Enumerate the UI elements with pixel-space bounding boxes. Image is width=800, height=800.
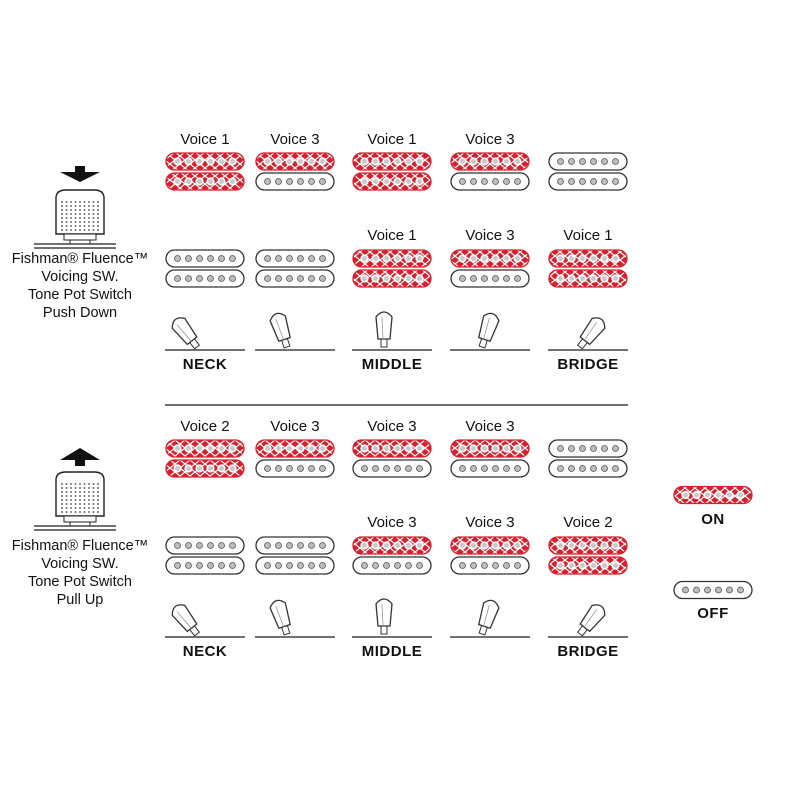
pickup-bottom-half bbox=[450, 249, 530, 288]
voice-label: Voice 3 bbox=[465, 131, 515, 148]
voice-label: Voice 2 bbox=[180, 418, 230, 435]
legend-off-swatch bbox=[673, 580, 753, 600]
selector-switch-icon bbox=[548, 317, 628, 351]
push-down-knob-icon bbox=[34, 166, 116, 249]
knob-caption-line: Fishman® Fluence™ bbox=[11, 538, 149, 554]
selector-switch-icon bbox=[548, 604, 628, 638]
legend-on-label: ON bbox=[701, 511, 725, 528]
pickup-top-half bbox=[450, 439, 530, 478]
selector-switch-icon bbox=[255, 599, 335, 638]
pull-up-knob-icon bbox=[34, 448, 116, 531]
pickup-top-on bbox=[165, 439, 245, 478]
voice-label: Voice 1 bbox=[367, 131, 417, 148]
pickup-bottom-half bbox=[450, 536, 530, 575]
pickup-bottom-off bbox=[165, 536, 245, 575]
voice-label: Voice 3 bbox=[465, 418, 515, 435]
knob-caption-line: Voicing SW. bbox=[41, 269, 119, 285]
pickup-bottom-off bbox=[255, 249, 335, 288]
knob-caption-line: Fishman® Fluence™ bbox=[11, 251, 149, 267]
pickup-top-on bbox=[165, 152, 245, 191]
switch-position-label: BRIDGE bbox=[557, 643, 619, 660]
selector-switch-icon bbox=[255, 312, 335, 351]
knob-caption-line: Tone Pot Switch bbox=[28, 574, 132, 590]
voice-label: Voice 3 bbox=[270, 418, 320, 435]
pickup-top-half bbox=[255, 152, 335, 191]
voice-label: Voice 3 bbox=[270, 131, 320, 148]
legend-on-swatch bbox=[673, 485, 753, 505]
voice-label: Voice 1 bbox=[563, 227, 613, 244]
selector-switch-icon bbox=[352, 598, 432, 638]
voice-label: Voice 1 bbox=[367, 227, 417, 244]
switch-position-label: NECK bbox=[182, 356, 228, 373]
voice-label: Voice 3 bbox=[465, 227, 515, 244]
pickup-top-off bbox=[548, 152, 628, 191]
voice-label: Voice 3 bbox=[367, 514, 417, 531]
voice-label: Voice 2 bbox=[563, 514, 613, 531]
pickup-bottom-off bbox=[255, 536, 335, 575]
pickup-top-off bbox=[548, 439, 628, 478]
switch-position-label: NECK bbox=[182, 643, 228, 660]
legend-off-label: OFF bbox=[697, 605, 729, 622]
selector-switch-icon bbox=[450, 599, 530, 638]
selector-switch-icon bbox=[352, 311, 432, 351]
pickup-bottom-on bbox=[548, 536, 628, 575]
switch-position-label: MIDDLE bbox=[361, 356, 423, 373]
knob-caption-line: Tone Pot Switch bbox=[28, 287, 132, 303]
voice-label: Voice 1 bbox=[180, 131, 230, 148]
voice-label: Voice 3 bbox=[367, 418, 417, 435]
voice-label: Voice 3 bbox=[465, 514, 515, 531]
pickup-top-half bbox=[255, 439, 335, 478]
pickup-top-half bbox=[450, 152, 530, 191]
knob-caption-line: Voicing SW. bbox=[41, 556, 119, 572]
pickup-top-on bbox=[352, 152, 432, 191]
pickup-bottom-off bbox=[165, 249, 245, 288]
pickup-bottom-on bbox=[352, 249, 432, 288]
switch-position-label: BRIDGE bbox=[557, 356, 619, 373]
selector-switch-icon bbox=[165, 604, 245, 638]
knob-caption-line: Push Down bbox=[42, 305, 118, 321]
switch-position-label: MIDDLE bbox=[361, 643, 423, 660]
pickup-bottom-half bbox=[352, 536, 432, 575]
selector-switch-icon bbox=[450, 312, 530, 351]
knob-caption-line: Pull Up bbox=[56, 592, 104, 608]
pickup-top-half bbox=[352, 439, 432, 478]
pickup-bottom-on bbox=[548, 249, 628, 288]
selector-switch-icon bbox=[165, 317, 245, 351]
